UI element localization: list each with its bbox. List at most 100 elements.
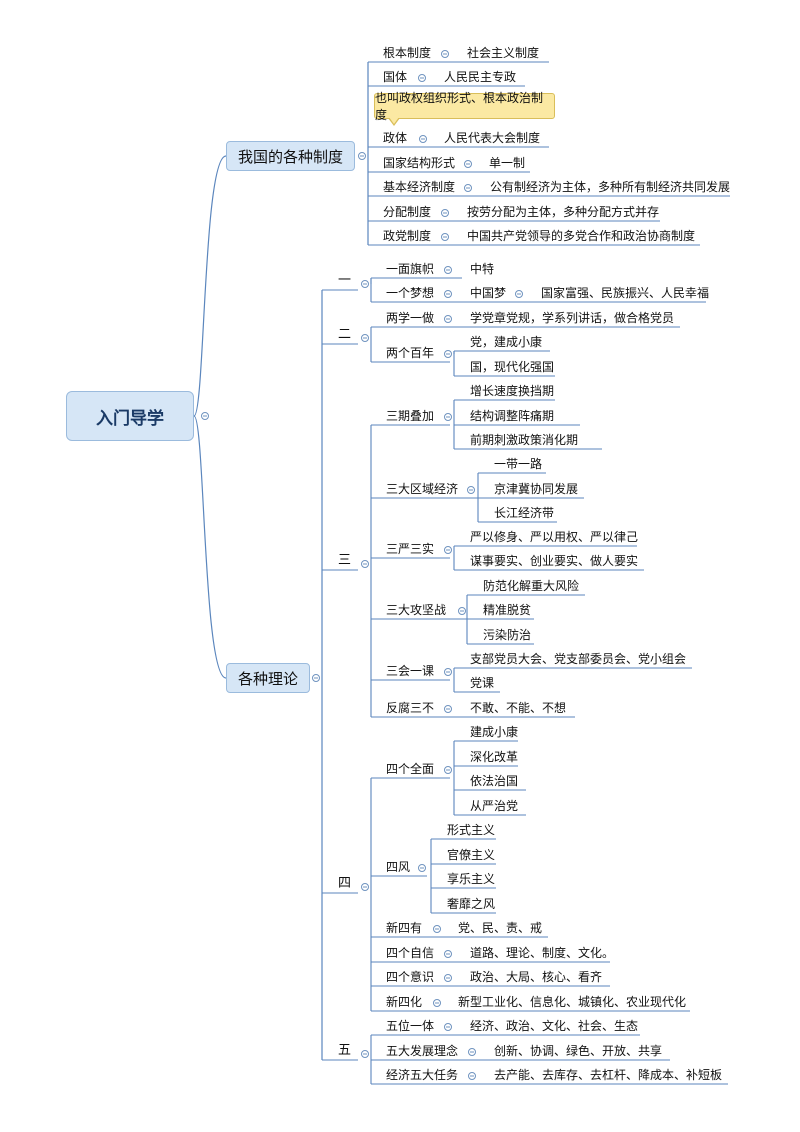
group-1-label[interactable]: 一 <box>338 273 352 288</box>
collapse-toggle-icon[interactable] <box>433 925 441 933</box>
collapse-toggle-icon[interactable] <box>467 486 475 494</box>
collapse-toggle-icon[interactable] <box>444 950 452 958</box>
tasks-value[interactable]: 去产能、去库存、去杠杆、降成本、补短板 <box>494 1068 723 1082</box>
comprehensive-child-3[interactable]: 依法治国 <box>470 774 519 788</box>
winds-child-2[interactable]: 官僚主义 <box>447 848 496 862</box>
collapse-toggle-icon[interactable] <box>361 280 369 288</box>
one-body-value[interactable]: 经济、政治、文化、社会、生态 <box>470 1019 639 1033</box>
system-value-structure[interactable]: 单一制 <box>489 156 526 170</box>
collapse-toggle-icon[interactable] <box>418 74 426 82</box>
regions-child-1[interactable]: 一带一路 <box>494 457 543 471</box>
awareness-value[interactable]: 政治、大局、核心、看齐 <box>470 970 603 984</box>
collapse-toggle-icon[interactable] <box>444 315 452 323</box>
theory-five-one-body[interactable]: 五位一体 <box>386 1019 435 1033</box>
system-label-structure[interactable]: 国家结构形式 <box>383 156 456 170</box>
theory-four-winds[interactable]: 四风 <box>386 860 411 874</box>
collapse-toggle-icon[interactable] <box>515 290 523 298</box>
ideas-value[interactable]: 创新、协调、绿色、开放、共享 <box>494 1044 663 1058</box>
theory-two-centenary[interactable]: 两个百年 <box>386 346 435 360</box>
winds-child-1[interactable]: 形式主义 <box>447 823 496 837</box>
collapse-toggle-icon[interactable] <box>441 233 449 241</box>
theory-three-strict[interactable]: 三严三实 <box>386 542 435 556</box>
root-node[interactable]: 入门导学 <box>66 391 194 441</box>
collapse-toggle-icon[interactable] <box>464 160 472 168</box>
theory-three-meetings[interactable]: 三会一课 <box>386 664 435 678</box>
overlap-child-1[interactable]: 增长速度换挡期 <box>470 384 555 398</box>
battles-child-3[interactable]: 污染防治 <box>483 628 532 642</box>
group-2-label[interactable]: 二 <box>338 327 352 342</box>
system-label-party[interactable]: 政党制度 <box>383 229 432 243</box>
comprehensive-child-4[interactable]: 从严治党 <box>470 799 519 813</box>
collapse-toggle-icon[interactable] <box>468 1048 476 1056</box>
collapse-toggle-icon[interactable] <box>444 1023 452 1031</box>
group-3-label[interactable]: 三 <box>338 553 352 568</box>
system-value-state-nature[interactable]: 人民民主专政 <box>444 70 517 84</box>
collapse-toggle-icon[interactable] <box>444 413 452 421</box>
system-label-government[interactable]: 政体 <box>383 131 408 145</box>
confidence-value[interactable]: 道路、理论、制度、文化。 <box>470 946 615 960</box>
theory-one-banner-value[interactable]: 中特 <box>470 262 495 276</box>
overlap-child-2[interactable]: 结构调整阵痛期 <box>470 409 555 423</box>
system-value-party[interactable]: 中国共产党领导的多党合作和政治协商制度 <box>467 229 696 243</box>
collapse-toggle-icon[interactable] <box>444 668 452 676</box>
branch-systems[interactable]: 我国的各种制度 <box>226 141 355 171</box>
collapse-toggle-icon[interactable] <box>312 674 320 682</box>
collapse-toggle-icon[interactable] <box>361 334 369 342</box>
system-label-state-nature[interactable]: 国体 <box>383 70 408 84</box>
winds-child-3[interactable]: 享乐主义 <box>447 872 496 886</box>
collapse-toggle-icon[interactable] <box>464 184 472 192</box>
theory-four-modernizations[interactable]: 新四化 <box>386 995 423 1009</box>
theory-four-new-four[interactable]: 新四有 <box>386 921 423 935</box>
theory-one-banner[interactable]: 一面旗帜 <box>386 262 435 276</box>
collapse-toggle-icon[interactable] <box>444 974 452 982</box>
collapse-toggle-icon[interactable] <box>441 209 449 217</box>
collapse-toggle-icon[interactable] <box>361 883 369 891</box>
collapse-toggle-icon[interactable] <box>444 766 452 774</box>
theory-one-dream[interactable]: 一个梦想 <box>386 286 435 300</box>
theory-three-anticorruption[interactable]: 反腐三不 <box>386 701 435 715</box>
comprehensive-child-2[interactable]: 深化改革 <box>470 750 519 764</box>
centenary-child-2[interactable]: 国，现代化强国 <box>470 360 555 374</box>
theory-four-awareness[interactable]: 四个意识 <box>386 970 435 984</box>
system-value-distribution[interactable]: 按劳分配为主体，多种分配方式并存 <box>467 205 660 219</box>
battles-child-1[interactable]: 防范化解重大风险 <box>483 579 580 593</box>
winds-child-4[interactable]: 奢靡之风 <box>447 897 496 911</box>
meetings-child-1[interactable]: 支部党员大会、党支部委员会、党小组会 <box>470 652 687 666</box>
theory-two-study-value[interactable]: 学党章党规，学系列讲话，做合格党员 <box>470 311 675 325</box>
collapse-toggle-icon[interactable] <box>419 135 427 143</box>
theory-five-ideas[interactable]: 五大发展理念 <box>386 1044 459 1058</box>
regions-child-3[interactable]: 长江经济带 <box>494 506 555 520</box>
theory-four-comprehensive[interactable]: 四个全面 <box>386 762 435 776</box>
system-label-fundamental[interactable]: 根本制度 <box>383 46 432 60</box>
collapse-toggle-icon[interactable] <box>433 999 441 1007</box>
system-label-distribution[interactable]: 分配制度 <box>383 205 432 219</box>
collapse-toggle-icon[interactable] <box>361 560 369 568</box>
battles-child-2[interactable]: 精准脱贫 <box>483 603 532 617</box>
system-value-fundamental[interactable]: 社会主义制度 <box>467 46 540 60</box>
collapse-toggle-icon[interactable] <box>444 266 452 274</box>
collapse-toggle-icon[interactable] <box>358 152 366 160</box>
centenary-child-1[interactable]: 党，建成小康 <box>470 335 543 349</box>
new-four-value[interactable]: 党、民、责、戒 <box>458 921 543 935</box>
theory-one-dream-value[interactable]: 中国梦 <box>470 286 507 300</box>
strict-child-2[interactable]: 谋事要实、创业要实、做人要实 <box>470 554 639 568</box>
theory-three-regions[interactable]: 三大区域经济 <box>386 482 459 496</box>
collapse-toggle-icon[interactable] <box>444 546 452 554</box>
collapse-toggle-icon[interactable] <box>441 50 449 58</box>
theory-three-overlap[interactable]: 三期叠加 <box>386 409 435 423</box>
overlap-child-3[interactable]: 前期刺激政策消化期 <box>470 433 579 447</box>
collapse-toggle-icon[interactable] <box>444 290 452 298</box>
collapse-toggle-icon[interactable] <box>444 705 452 713</box>
system-label-economic[interactable]: 基本经济制度 <box>383 180 456 194</box>
collapse-toggle-icon[interactable] <box>444 350 452 358</box>
theory-two-study[interactable]: 两学一做 <box>386 311 435 325</box>
theory-five-tasks[interactable]: 经济五大任务 <box>386 1068 459 1082</box>
theory-one-dream-detail[interactable]: 国家富强、民族振兴、人民幸福 <box>541 286 710 300</box>
collapse-toggle-icon[interactable] <box>458 607 466 615</box>
regions-child-2[interactable]: 京津冀协同发展 <box>494 482 579 496</box>
modernizations-value[interactable]: 新型工业化、信息化、城镇化、农业现代化 <box>458 995 687 1009</box>
group-5-label[interactable]: 五 <box>338 1043 352 1058</box>
comprehensive-child-1[interactable]: 建成小康 <box>470 725 519 739</box>
strict-child-1[interactable]: 严以修身、严以用权、严以律己 <box>470 530 639 544</box>
meetings-child-2[interactable]: 党课 <box>470 676 495 690</box>
